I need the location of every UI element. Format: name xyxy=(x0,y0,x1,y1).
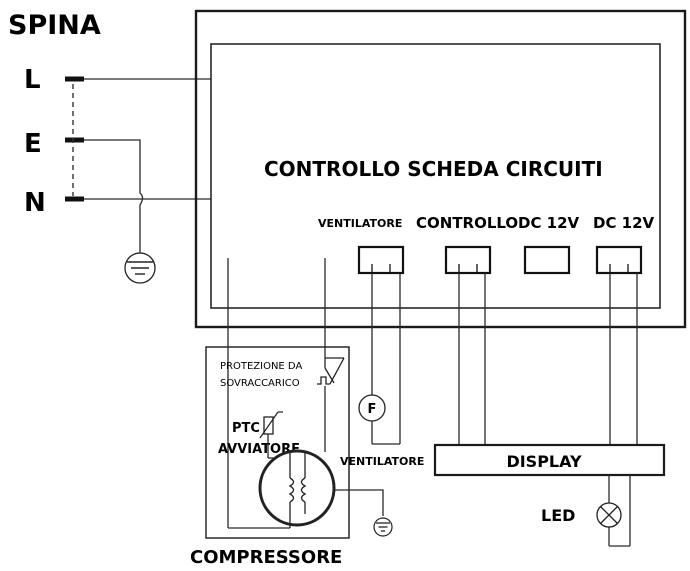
starter-label: AVVIATORE xyxy=(218,442,300,457)
overload-switch-icon xyxy=(317,357,345,385)
fan-icon: F xyxy=(358,394,386,422)
plug-title: SPINA xyxy=(8,10,101,41)
port-connector-dc12v-1 xyxy=(523,245,571,275)
board-title: CONTROLLO SCHEDA CIRCUITI xyxy=(264,157,603,181)
plug-earth-label: E xyxy=(24,129,42,159)
overload-label-line2: SOVRACCARICO xyxy=(220,378,300,389)
plug-neutral-label: N xyxy=(24,188,46,218)
compressor-frame xyxy=(205,346,350,539)
port-label-dc12v-2: DC 12V xyxy=(593,214,655,232)
port-connector-fan xyxy=(357,245,405,275)
plug-live-label: L xyxy=(24,65,41,95)
led-label: LED xyxy=(541,506,575,525)
port-connector-dc12v-2 xyxy=(595,245,643,275)
fan-label: VENTILATORE xyxy=(340,455,424,468)
compressor-title: COMPRESSORE xyxy=(190,547,342,568)
board-outer-frame xyxy=(194,9,687,329)
compressor-ground-icon xyxy=(373,517,393,537)
led-lamp-icon xyxy=(596,502,622,528)
compressor-ground-wire xyxy=(334,489,384,516)
port-label-fan: VENTILATORE xyxy=(318,217,402,230)
port-connector-control xyxy=(444,245,492,275)
board-inner-frame xyxy=(210,43,661,309)
port-label-dc12v-1: DC 12V xyxy=(518,214,580,232)
ptc-thermistor-icon xyxy=(259,411,283,439)
plug-ground-icon xyxy=(124,252,156,284)
earth-wire xyxy=(84,139,144,253)
display-box xyxy=(433,443,666,477)
port-label-control: CONTROLLO xyxy=(416,214,518,232)
ptc-label: PTC xyxy=(232,421,260,436)
display-label: DISPLAY xyxy=(506,452,582,471)
fan-symbol: F xyxy=(368,402,377,417)
compressor-motor-icon xyxy=(258,449,336,528)
overload-label-line1: PROTEZIONE DA xyxy=(220,361,302,372)
